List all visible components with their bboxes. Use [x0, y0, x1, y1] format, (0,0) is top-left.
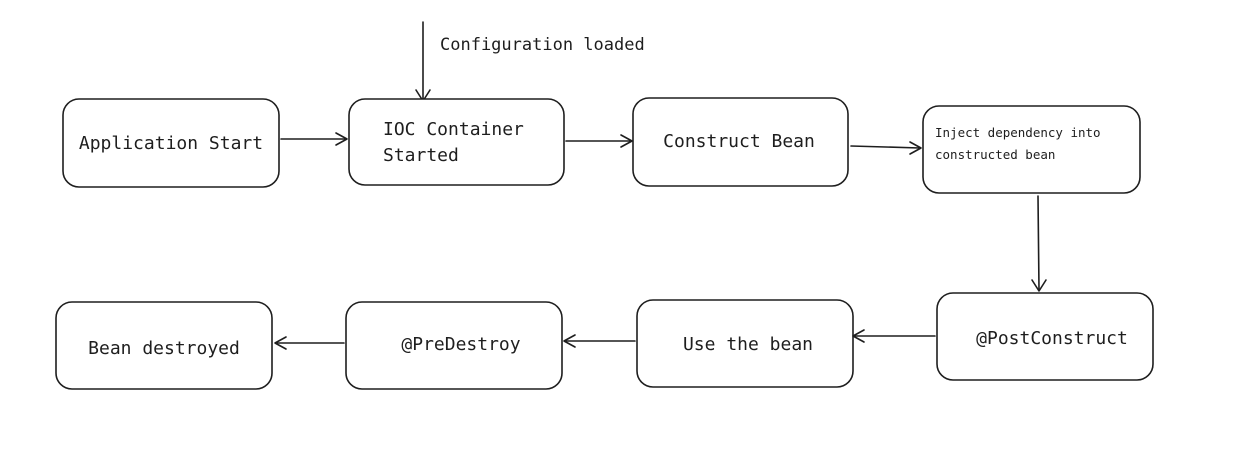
node-post-construct: @PostConstruct: [936, 292, 1154, 381]
node-label: Inject dependency into constructed bean: [935, 125, 1108, 162]
edge-inject-to-post-construct: [1031, 195, 1047, 292]
node-label: Bean destroyed: [88, 338, 240, 359]
node-label: Use the bean: [683, 334, 813, 355]
node-label: Application Start: [79, 133, 263, 154]
node-label-line: Use the bean: [683, 334, 813, 355]
edge-construct-to-inject: [850, 141, 922, 155]
node-label-line: Construct Bean: [663, 131, 815, 152]
node-label-line: Started: [383, 145, 459, 166]
node-label-line: @PreDestroy: [401, 334, 520, 355]
node-label-line: Application Start: [79, 133, 263, 154]
edge-configuration-loaded: [415, 21, 431, 102]
node-construct-bean: Construct Bean: [632, 97, 849, 187]
node-ioc-container-started: IOC Container Started: [348, 98, 565, 186]
configuration-loaded-label: Configuration loaded: [440, 35, 645, 55]
node-application-start: Application Start: [62, 98, 280, 188]
edge-app-start-to-ioc: [280, 132, 348, 146]
node-label: Construct Bean: [663, 131, 815, 152]
node-label: @PostConstruct: [976, 328, 1128, 349]
node-use-the-bean: Use the bean: [636, 299, 854, 388]
node-label-line: Bean destroyed: [88, 338, 240, 359]
node-pre-destroy: @PreDestroy: [345, 301, 563, 390]
node-label-line: constructed bean: [935, 147, 1055, 162]
node-label-line: @PostConstruct: [976, 328, 1128, 349]
node-inject-dependency: Inject dependency into constructed bean: [922, 105, 1141, 194]
node-bean-destroyed: Bean destroyed: [55, 301, 273, 390]
node-label-line: IOC Container: [383, 119, 524, 140]
node-label-line: Inject dependency into: [935, 125, 1101, 140]
edge-use-bean-to-pre-destroy: [563, 334, 636, 348]
edge-pre-destroy-to-bean-destroyed: [274, 336, 345, 350]
node-label: @PreDestroy: [401, 334, 520, 355]
edge-ioc-to-construct-bean: [565, 134, 633, 148]
edge-post-construct-to-use-bean: [852, 329, 936, 343]
node-label: IOC Container Started: [383, 119, 535, 166]
